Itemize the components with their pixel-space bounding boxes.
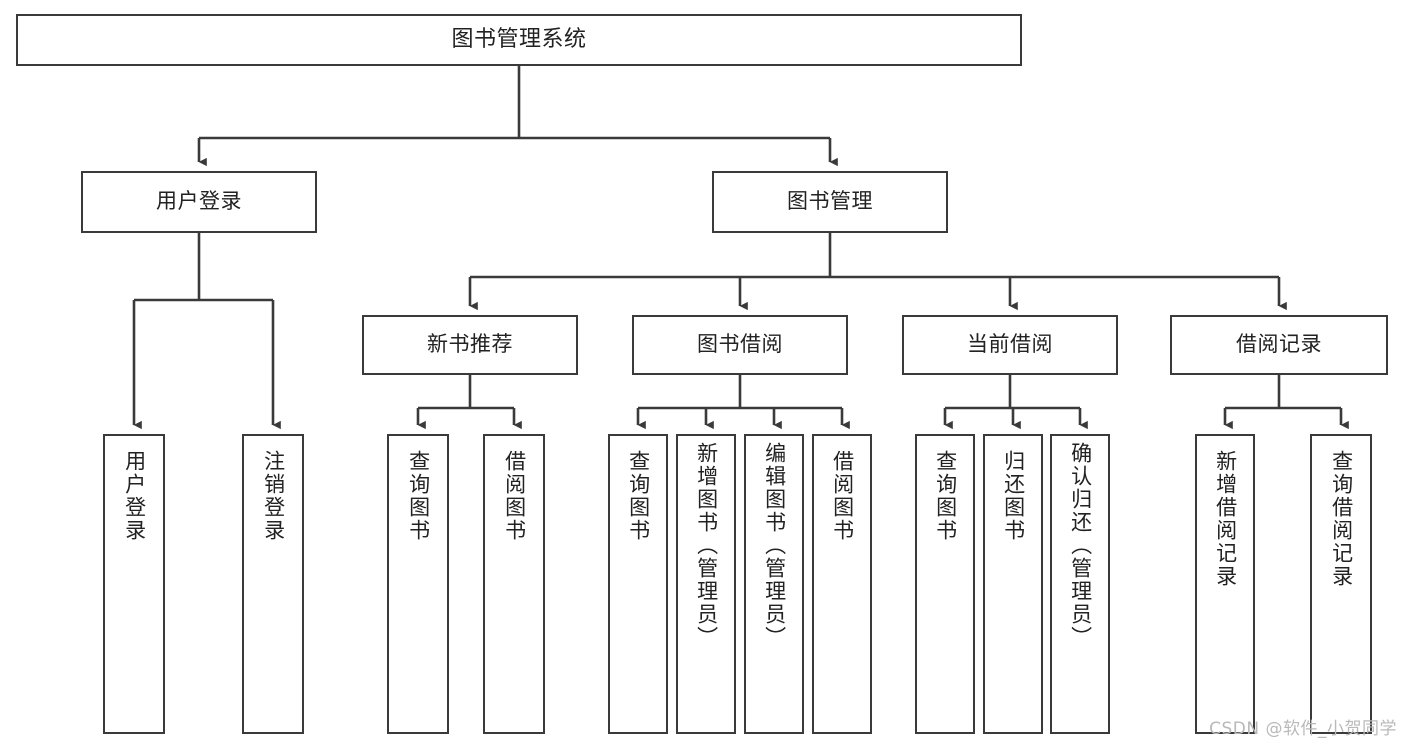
- node-leaf-label: 新增图书（管理员）: [694, 442, 719, 649]
- node-root-system[interactable]: 图书管理系统: [16, 14, 1022, 66]
- node-leaf-label: 查询图书: [406, 450, 431, 542]
- node-book-management[interactable]: 图书管理: [712, 171, 948, 233]
- node-leaf-label: 借阅图书: [830, 450, 855, 542]
- node-leaf-label: 借阅图书: [502, 450, 527, 542]
- node-leaf-query-book-newbook[interactable]: 查询图书: [387, 434, 449, 734]
- node-current-borrow-label: 当前借阅: [967, 332, 1053, 357]
- node-leaf-label: 归还图书: [1001, 450, 1026, 542]
- node-leaf-label: 用户登录: [122, 450, 147, 542]
- node-leaf-confirm-return-admin[interactable]: 确认归还（管理员）: [1050, 434, 1110, 734]
- node-leaf-label: 确认归还（管理员）: [1068, 442, 1093, 649]
- node-leaf-query-borrow-record[interactable]: 查询借阅记录: [1310, 434, 1372, 734]
- node-leaf-label: 查询借阅记录: [1329, 450, 1354, 588]
- node-leaf-label: 编辑图书（管理员）: [762, 442, 787, 649]
- node-leaf-label: 新增借阅记录: [1213, 450, 1238, 588]
- node-leaf-add-borrow-record[interactable]: 新增借阅记录: [1195, 434, 1255, 734]
- node-user-login[interactable]: 用户登录: [81, 171, 317, 233]
- node-new-book-recommend[interactable]: 新书推荐: [362, 315, 578, 375]
- node-leaf-logout[interactable]: 注销登录: [242, 434, 304, 734]
- node-leaf-borrow-book-newbook[interactable]: 借阅图书: [483, 434, 545, 734]
- node-book-management-label: 图书管理: [787, 189, 873, 214]
- node-book-borrow[interactable]: 图书借阅: [632, 315, 848, 375]
- node-leaf-label: 注销登录: [261, 450, 286, 542]
- node-leaf-add-book-admin[interactable]: 新增图书（管理员）: [676, 434, 736, 734]
- node-borrow-record-label: 借阅记录: [1236, 332, 1322, 357]
- node-user-login-label: 用户登录: [156, 189, 242, 214]
- node-book-borrow-label: 图书借阅: [697, 332, 783, 357]
- node-leaf-return-book[interactable]: 归还图书: [983, 434, 1043, 734]
- node-current-borrow[interactable]: 当前借阅: [902, 315, 1118, 375]
- watermark-text: CSDN @软件_小贺同学: [1209, 719, 1397, 739]
- node-new-book-recommend-label: 新书推荐: [427, 332, 513, 357]
- node-leaf-user-login[interactable]: 用户登录: [103, 434, 165, 734]
- node-leaf-borrow-book[interactable]: 借阅图书: [812, 434, 872, 734]
- node-leaf-query-book-borrow[interactable]: 查询图书: [608, 434, 668, 734]
- node-leaf-query-book-current[interactable]: 查询图书: [915, 434, 975, 734]
- node-borrow-record[interactable]: 借阅记录: [1170, 315, 1388, 375]
- node-leaf-label: 查询图书: [626, 450, 651, 542]
- node-root-label: 图书管理系统: [451, 26, 587, 52]
- node-leaf-label: 查询图书: [933, 450, 958, 542]
- node-leaf-edit-book-admin[interactable]: 编辑图书（管理员）: [744, 434, 804, 734]
